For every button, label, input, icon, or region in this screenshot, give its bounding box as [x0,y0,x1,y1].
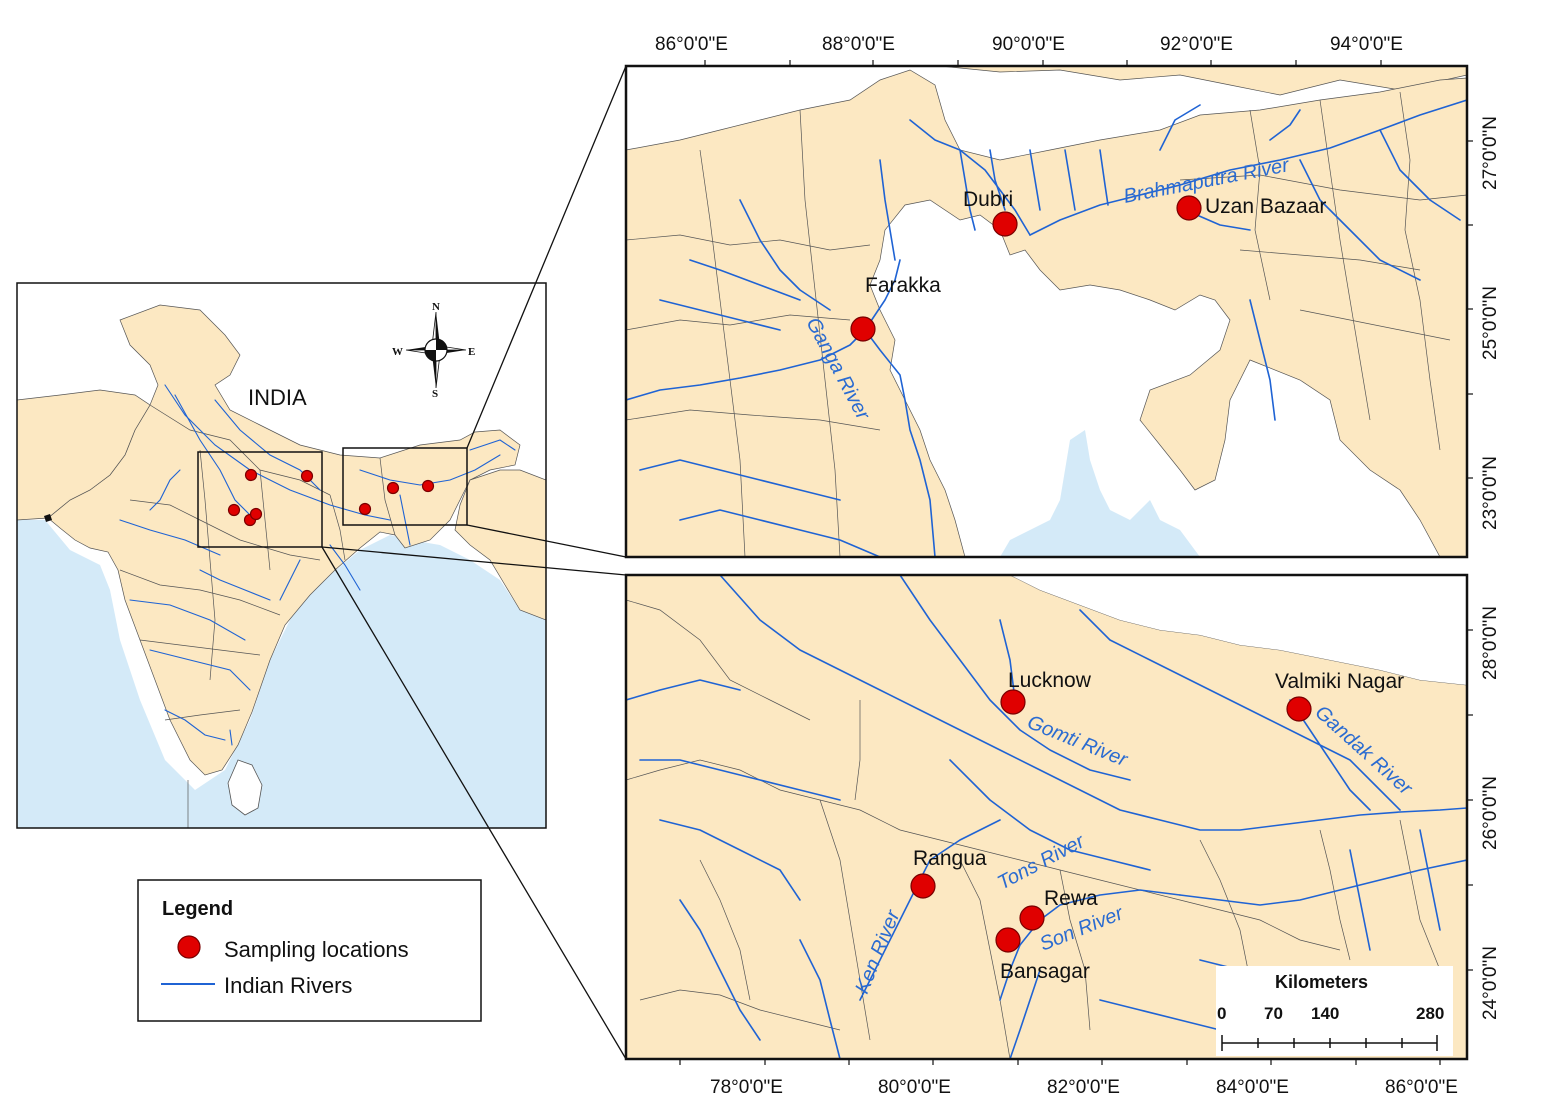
top-land-main [626,69,1467,557]
scale-bar: Kilometers 0 70 140 280 [1216,966,1453,1056]
overview-site-dot [421,479,435,493]
legend: Legend Sampling locations Indian Rivers [137,879,482,1022]
label-rangua: Rangua [913,847,987,870]
top-lon-label: 90°0'0"E [992,34,1065,55]
overview-map: INDIA N S [16,282,547,829]
bottom-panel: Lucknow Valmiki Nagar Rangua Rewa Bansag… [624,573,1469,1061]
top-lat-label: 25°0'0"N [1480,286,1501,360]
inset-leader-lines [321,65,627,1060]
bottom-district-boundaries [626,599,1441,1059]
scale-bar-title: Kilometers [1275,972,1368,992]
overview-site-dot [386,481,400,495]
site-rangua [910,873,936,899]
overview-site-dot [358,502,372,516]
bottom-lon-label: 84°0'0"E [1216,1077,1289,1098]
country-label: INDIA [248,385,307,410]
bottom-lon-label: 82°0'0"E [1047,1077,1120,1098]
compass-e: E [468,346,475,358]
compass-n: N [432,301,440,313]
label-uzan-bazaar: Uzan Bazaar [1205,195,1326,218]
legend-sampling-symbol [177,935,201,959]
overview-site-dot [249,507,263,521]
bottom-lat-label: 24°0'0"N [1480,946,1501,1020]
top-lat-label: 23°0'0"N [1480,456,1501,530]
overview-frame [16,282,547,829]
overview-site-dot [300,469,314,483]
compass-s: S [432,388,438,400]
label-valmiki-nagar: Valmiki Nagar [1275,670,1404,693]
overview-site-dot [227,503,241,517]
top-lon-label: 88°0'0"E [822,34,895,55]
label-lucknow: Lucknow [1008,669,1092,692]
scale-label-0: 0 [1217,1004,1226,1023]
sri-lanka [227,759,263,816]
bottom-lat-ticks [1467,629,1473,971]
site-dubri [992,211,1018,237]
site-lucknow [1000,689,1026,715]
bottom-axis-labels: 78°0'0"E 80°0'0"E 82°0'0"E 84°0'0"E 86°0… [679,606,1501,1098]
scale-bar-line [1221,1035,1438,1051]
compass-w: W [392,346,403,358]
site-farakka [850,316,876,342]
site-bansagar [995,927,1021,953]
bottom-lat-label: 26°0'0"N [1480,776,1501,850]
top-lat-label: 27°0'0"N [1480,116,1501,190]
bottom-lon-ticks [679,1059,1441,1065]
scale-label-70: 70 [1264,1004,1283,1023]
top-panel: Dubri Uzan Bazaar Farakka Brahmaputra Ri… [624,64,1469,559]
inset-box-ganga-basin [197,451,323,548]
top-sea-estuary [1000,430,1200,557]
top-axis-labels: 86°0'0"E 88°0'0"E 90°0'0"E 92°0'0"E 94°0… [655,34,1501,530]
label-dubri: Dubri [963,188,1013,211]
bottom-lon-label: 80°0'0"E [878,1077,951,1098]
top-panel-frame [624,64,1469,559]
site-valmiki-nagar [1286,696,1312,722]
gulf-marker [44,514,52,522]
top-lon-ticks [704,60,1382,66]
site-uzan-bazaar [1176,195,1202,221]
top-lon-label: 94°0'0"E [1330,34,1403,55]
neighbour-land-east [454,469,546,621]
bottom-sites: Lucknow Valmiki Nagar Rangua Rewa Bansag… [910,669,1404,983]
label-bansagar: Bansagar [1000,960,1090,983]
legend-sampling-label: Sampling locations [224,937,409,962]
sea [17,520,546,828]
top-land-north [626,66,1467,96]
bottom-lat-label: 28°0'0"N [1480,606,1501,680]
state-boundaries [119,404,396,828]
scale-bar-background [1216,966,1453,1056]
bottom-lon-label: 78°0'0"E [710,1077,783,1098]
bottom-nepal-area [1010,575,1467,685]
label-rewa: Rewa [1044,887,1098,910]
overview-site-dot [244,468,258,482]
top-district-boundaries [626,91,1467,557]
legend-title: Legend [162,898,233,920]
compass-rose: N S E W [392,301,475,400]
top-sites: Dubri Uzan Bazaar Farakka [850,188,1326,342]
site-rewa [1019,905,1045,931]
bottom-lon-label: 86°0'0"E [1385,1077,1458,1098]
top-lon-label: 86°0'0"E [655,34,728,55]
bottom-panel-frame [624,573,1469,1061]
scale-label-140: 140 [1311,1004,1339,1023]
scale-label-280: 280 [1416,1004,1444,1023]
legend-river-label: Indian Rivers [224,973,352,998]
top-lon-label: 92°0'0"E [1160,34,1233,55]
inset-box-brahmaputra [342,447,468,526]
top-rivers [626,99,1467,557]
overview-sites [227,468,435,527]
label-farakka: Farakka [865,274,941,297]
top-lat-ticks [1467,140,1473,479]
